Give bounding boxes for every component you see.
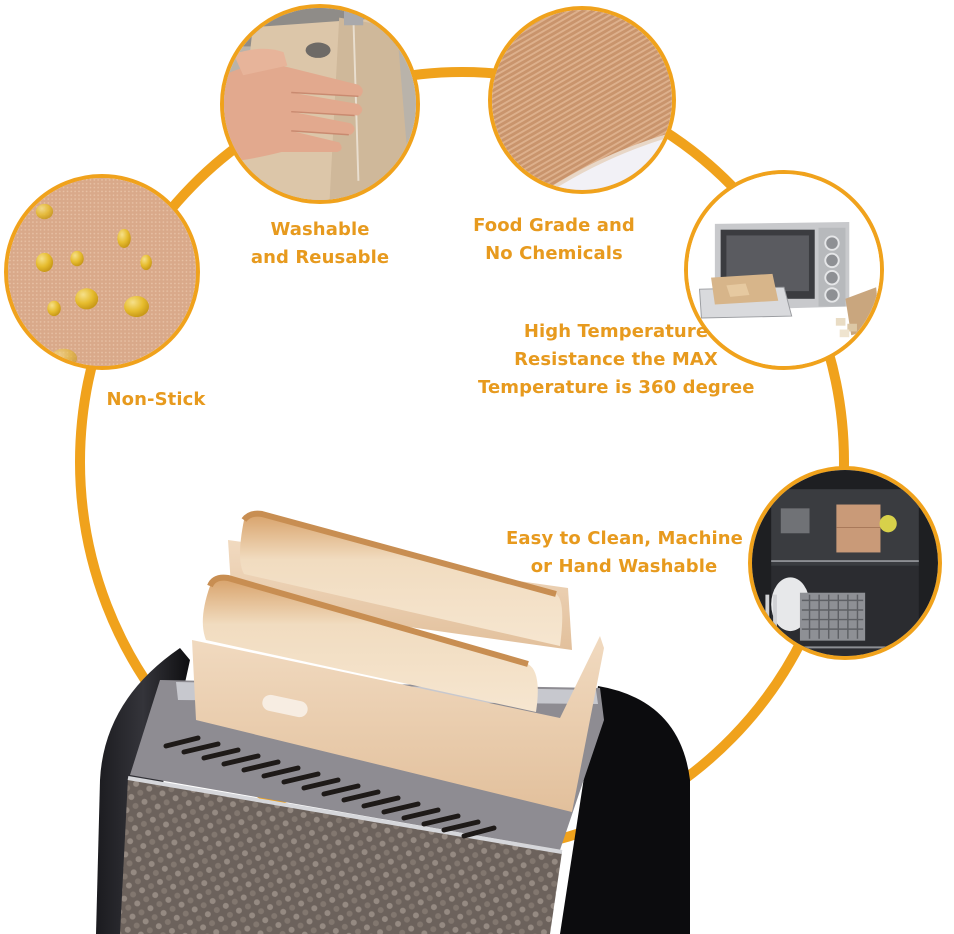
hand-washing-icon <box>224 8 416 200</box>
label-line: Resistance the MAX <box>514 349 718 370</box>
non-stick-image <box>4 174 200 370</box>
label-line: High Temperature <box>523 321 709 342</box>
front-bread-slice <box>202 577 538 712</box>
feature-label-washable: Washable and Reusable <box>246 216 394 272</box>
water-droplets-icon <box>8 178 196 366</box>
label-line: or Hand Washable <box>530 556 718 577</box>
label-line: No Chemicals <box>485 243 623 264</box>
label-line: Washable <box>270 219 370 240</box>
feature-label-non-stick: Non-Stick <box>104 386 208 414</box>
toaster-front-panel <box>120 778 562 934</box>
label-line: Food Grade and <box>473 215 635 236</box>
label-line: Non-Stick <box>106 389 206 410</box>
label-line: Temperature is 360 degree <box>478 377 755 398</box>
feature-label-easy-clean: Easy to Clean, Machine or Hand Washable <box>506 525 743 581</box>
dishwasher-icon <box>752 470 938 656</box>
feature-label-high-temp: High Temperature Resistance the MAX Temp… <box>478 318 754 402</box>
toaster-bag <box>192 636 604 812</box>
label-line: and Reusable <box>250 247 390 268</box>
back-bread-slice <box>240 513 563 646</box>
washable-image <box>220 4 420 204</box>
easy-clean-image <box>748 466 942 660</box>
toaster-vents <box>163 735 497 839</box>
feature-label-food-grade: Food Grade and No Chemicals <box>468 212 640 268</box>
label-line: Easy to Clean, Machine <box>506 528 743 549</box>
